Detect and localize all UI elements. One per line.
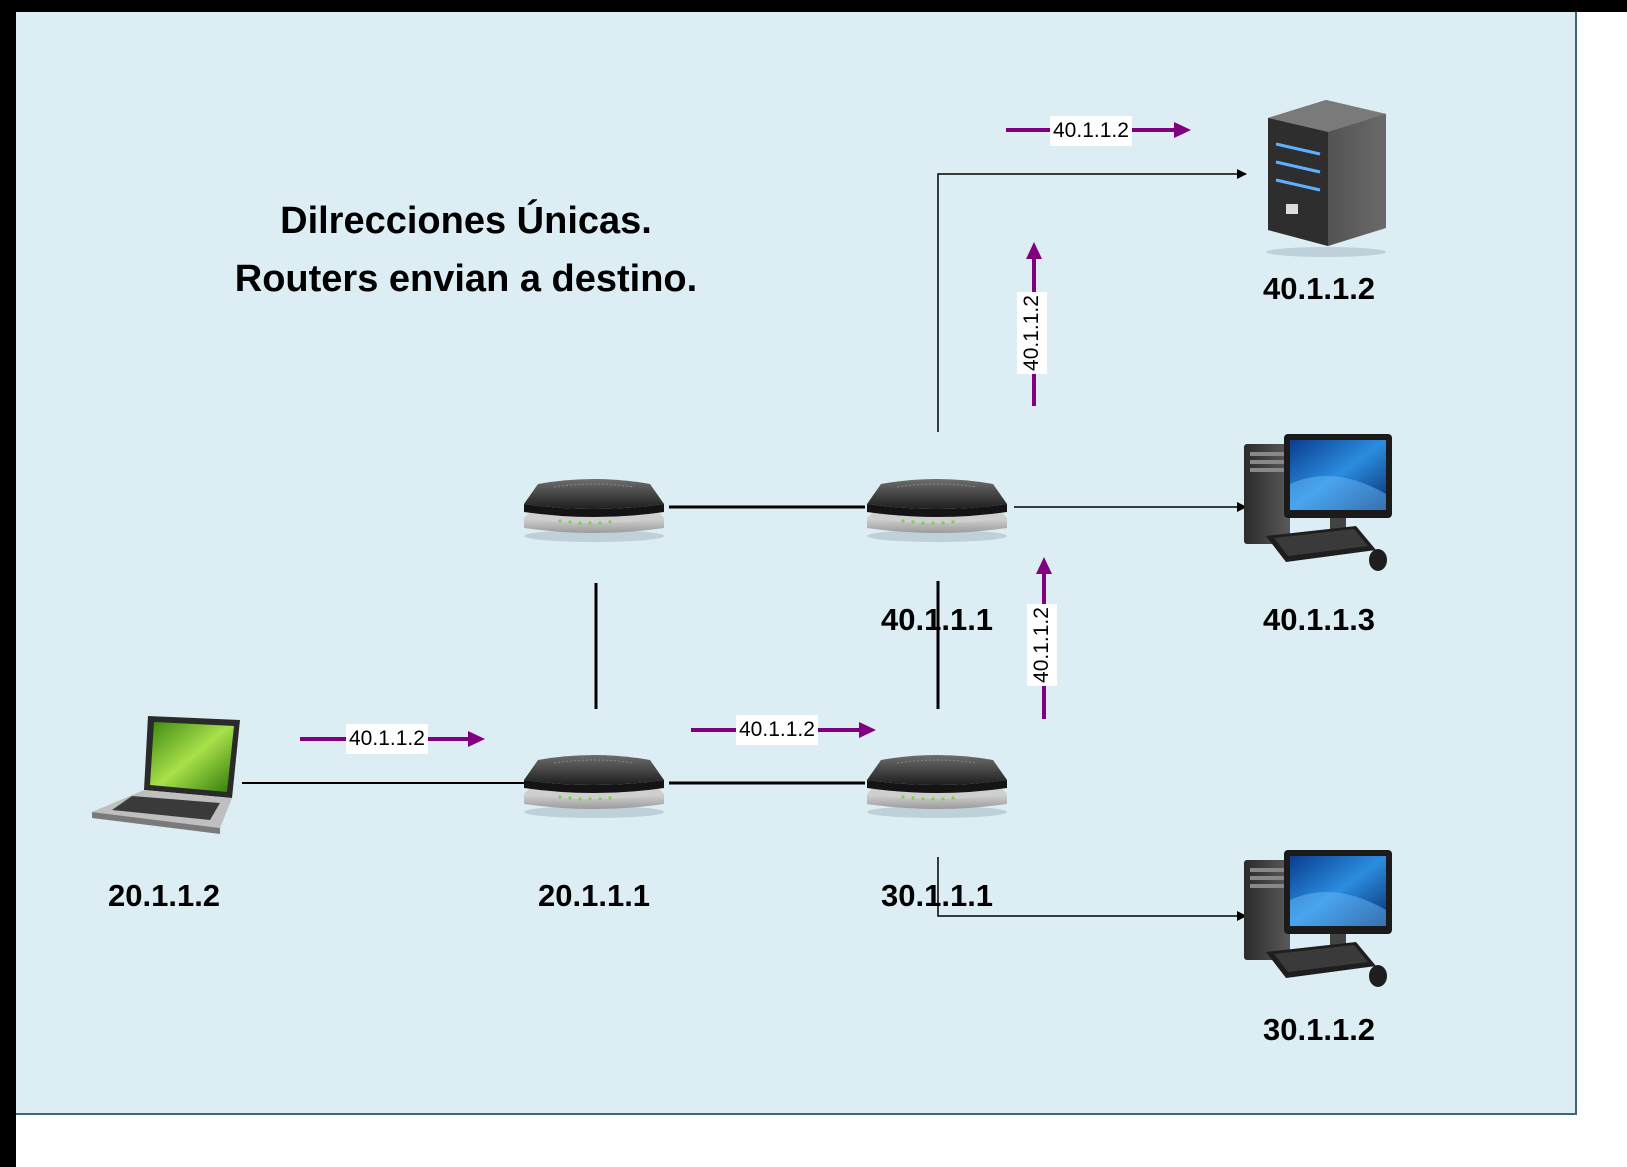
link-router-desktop-bottom	[937, 857, 1247, 921]
router-icon	[523, 478, 665, 543]
router-icon	[523, 754, 665, 819]
packet-label-2: 40.1.1.2	[736, 715, 818, 745]
diagram-canvas: Dilrecciones Únicas. Routers envian a de…	[16, 12, 1577, 1115]
link-router-server	[937, 169, 1247, 432]
router-label-20-1-1-1: 20.1.1.1	[538, 878, 651, 913]
diagram-title-line-1: Dilrecciones Únicas.	[280, 200, 652, 242]
server-label: 40.1.1.2	[1263, 271, 1376, 306]
diagram-title-line-2: Routers envian a destino.	[234, 258, 698, 300]
packet-label-3: 40.1.1.2	[1026, 604, 1057, 686]
desktop-pc-icon	[1244, 850, 1392, 987]
router-icon	[866, 754, 1008, 819]
router-icon	[866, 478, 1008, 543]
diagram-graphics	[92, 100, 1392, 987]
packet-label-5: 40.1.1.2	[1050, 116, 1132, 146]
server-icon	[1266, 100, 1386, 257]
laptop-label: 20.1.1.2	[108, 878, 221, 913]
desktop-bottom-label: 30.1.1.2	[1263, 1012, 1376, 1047]
router-label-40-1-1-1: 40.1.1.1	[881, 602, 994, 637]
router-label-30-1-1-1: 30.1.1.1	[881, 878, 994, 913]
laptop-icon	[92, 716, 240, 834]
desktop-pc-icon	[1244, 434, 1392, 571]
connection-lines	[242, 169, 1247, 921]
packet-label-4: 40.1.1.2	[1016, 292, 1047, 374]
desktop-mid-label: 40.1.1.3	[1263, 602, 1376, 637]
packet-label-1: 40.1.1.2	[346, 724, 428, 754]
